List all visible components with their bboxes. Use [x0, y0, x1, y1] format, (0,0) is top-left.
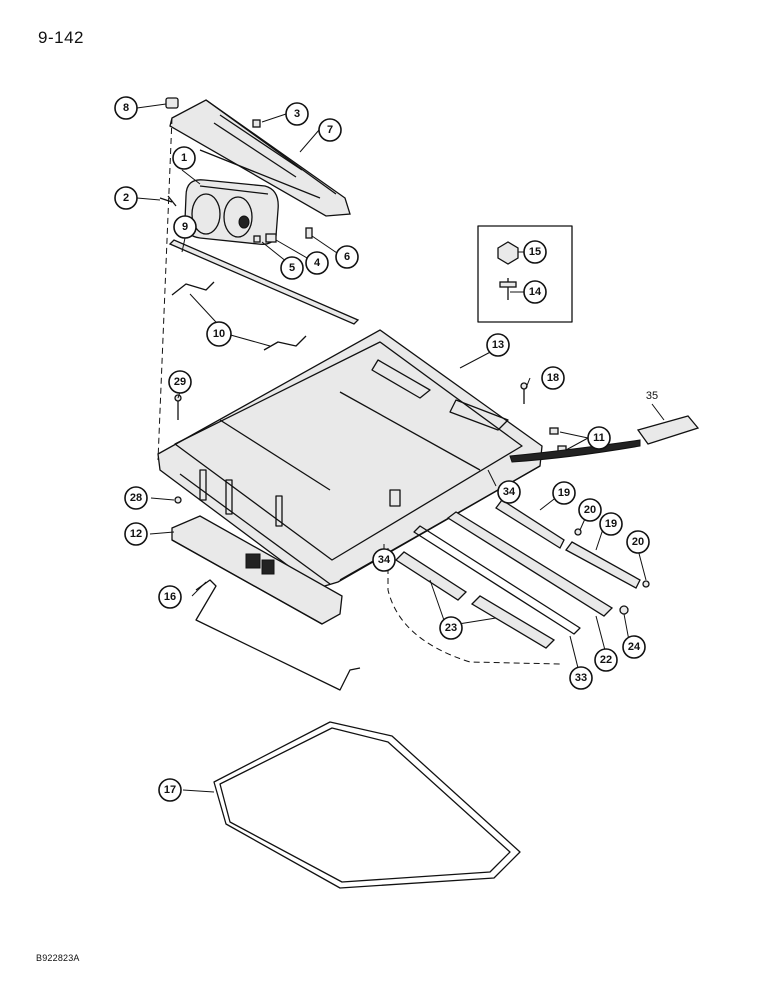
- svg-text:4: 4: [314, 257, 321, 269]
- callout-6: 6: [335, 245, 359, 269]
- svg-text:1: 1: [181, 152, 187, 164]
- callout-34-lower: 34: [372, 548, 396, 572]
- svg-text:24: 24: [628, 641, 641, 653]
- svg-text:14: 14: [529, 286, 542, 298]
- svg-text:34: 34: [378, 554, 391, 566]
- svg-text:34: 34: [503, 486, 516, 498]
- fitting: [520, 382, 528, 404]
- callout-19-right: 19: [599, 512, 623, 536]
- svg-text:17: 17: [164, 784, 176, 796]
- hardware-screw-2: [159, 195, 177, 207]
- figure-code: B922823A: [36, 953, 80, 963]
- callout-20-left: 20: [578, 498, 602, 522]
- callout-11: 11: [587, 426, 611, 450]
- louver-assemblies: [495, 499, 641, 589]
- callout-2: 2: [114, 186, 138, 210]
- svg-text:33: 33: [575, 672, 587, 684]
- fasteners-small: [574, 528, 650, 615]
- svg-text:23: 23: [445, 622, 457, 634]
- svg-text:3: 3: [294, 108, 300, 120]
- callout-34-upper: 34: [497, 480, 521, 504]
- label-35: 35: [646, 390, 658, 402]
- callout-15: 15: [523, 240, 547, 264]
- callout-19-left: 19: [552, 481, 576, 505]
- svg-text:15: 15: [529, 246, 541, 258]
- brackets: [171, 281, 307, 351]
- callout-13: 13: [486, 333, 510, 357]
- svg-text:20: 20: [584, 504, 596, 516]
- svg-text:12: 12: [130, 528, 142, 540]
- callout-12: 12: [124, 522, 148, 546]
- filters: [394, 551, 556, 649]
- callout-14: 14: [523, 280, 547, 304]
- rod: [168, 239, 360, 325]
- svg-text:6: 6: [344, 251, 350, 263]
- svg-text:28: 28: [130, 492, 142, 504]
- svg-text:7: 7: [327, 124, 333, 136]
- blower-motor-assembly: [184, 179, 279, 245]
- callout-10: 10: [206, 321, 232, 347]
- callout-23: 23: [439, 616, 463, 640]
- callout-24: 24: [622, 635, 646, 659]
- svg-text:10: 10: [213, 328, 225, 340]
- svg-text:18: 18: [547, 372, 559, 384]
- clips: [549, 427, 567, 453]
- svg-text:11: 11: [593, 432, 605, 444]
- retainer-rod: [195, 579, 361, 691]
- filter-element: [171, 515, 343, 625]
- svg-text:22: 22: [600, 654, 612, 666]
- washer: [174, 496, 182, 504]
- frame: [446, 511, 614, 617]
- leader-lines: [136, 103, 665, 793]
- callout-8: 8: [114, 96, 138, 120]
- svg-text:8: 8: [123, 102, 129, 114]
- blower-bracket: [169, 99, 351, 217]
- assembly-guide-lines: [157, 117, 561, 665]
- hardware-clip-3: [252, 119, 261, 128]
- gasket: [413, 525, 581, 635]
- hardware-bushing-6: [305, 227, 313, 239]
- svg-text:35: 35: [646, 390, 658, 402]
- callout-17: 17: [158, 778, 182, 802]
- callout-22: 22: [594, 648, 618, 672]
- hardware-nut-8: [165, 97, 179, 109]
- svg-text:20: 20: [632, 536, 644, 548]
- svg-text:2: 2: [123, 192, 129, 204]
- callout-33: 33: [569, 666, 593, 690]
- callout-20-right: 20: [626, 530, 650, 554]
- callout-16: 16: [158, 585, 182, 609]
- callout-9: 9: [173, 215, 197, 239]
- callout-7: 7: [318, 118, 342, 142]
- svg-text:13: 13: [492, 339, 504, 351]
- callout-1: 1: [172, 146, 196, 170]
- callout-29: 29: [168, 370, 192, 394]
- callout-18: 18: [541, 366, 565, 390]
- svg-text:9: 9: [182, 221, 188, 233]
- page-number: 9-142: [38, 28, 84, 47]
- svg-text:19: 19: [558, 487, 570, 499]
- hardware-switch-4-5: [253, 233, 277, 243]
- callout-5: 5: [280, 256, 304, 280]
- fastener-inset-box: [477, 225, 573, 323]
- seal-gasket: [213, 721, 521, 889]
- bolt: [174, 394, 182, 420]
- svg-text:16: 16: [164, 591, 176, 603]
- callout-28: 28: [124, 486, 148, 510]
- svg-text:29: 29: [174, 376, 186, 388]
- callout-4: 4: [305, 251, 329, 275]
- svg-text:19: 19: [605, 518, 617, 530]
- callout-3: 3: [285, 102, 309, 126]
- svg-text:5: 5: [289, 262, 295, 274]
